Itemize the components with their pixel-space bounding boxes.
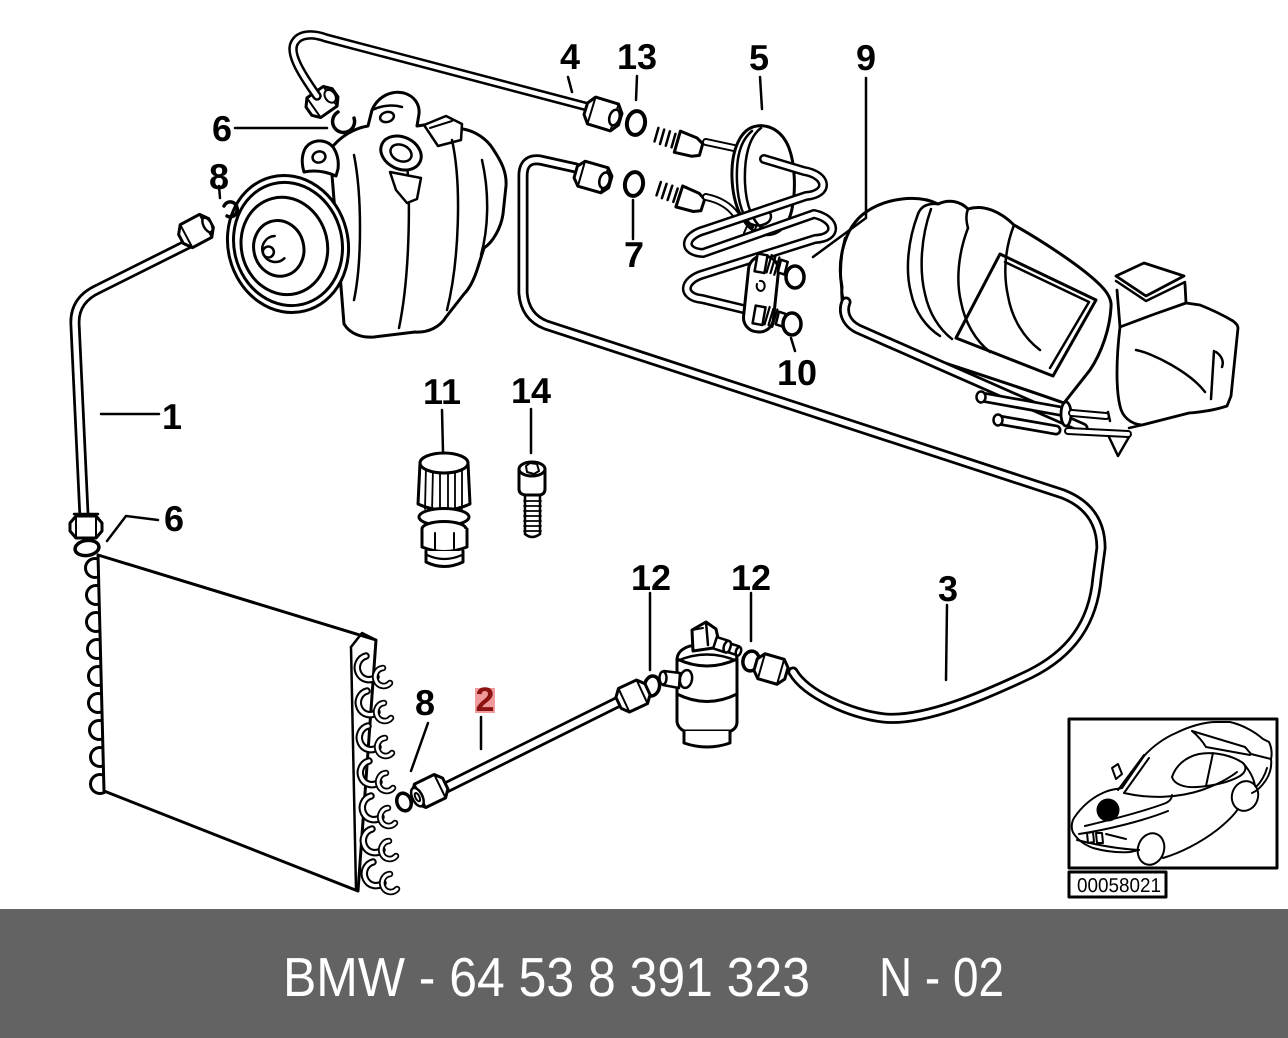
svg-text:13: 13 — [617, 36, 657, 77]
svg-text:12: 12 — [731, 557, 771, 598]
svg-text:14: 14 — [511, 370, 551, 411]
svg-text:6: 6 — [164, 498, 184, 539]
svg-text:9: 9 — [856, 37, 876, 78]
svg-text:1: 1 — [162, 396, 182, 437]
svg-text:8: 8 — [209, 156, 229, 197]
svg-text:N - 02: N - 02 — [879, 946, 1004, 1008]
svg-text:12: 12 — [631, 557, 671, 598]
svg-text:2: 2 — [476, 681, 495, 719]
svg-text:7: 7 — [624, 234, 644, 275]
svg-text:BMW - 64 53 8 391 323: BMW - 64 53 8 391 323 — [283, 946, 810, 1008]
svg-text:5: 5 — [749, 37, 769, 78]
svg-text:6: 6 — [212, 108, 232, 149]
svg-text:11: 11 — [423, 371, 461, 412]
svg-text:3: 3 — [938, 568, 958, 609]
svg-text:00058021: 00058021 — [1077, 875, 1161, 897]
svg-text:10: 10 — [777, 352, 817, 393]
svg-text:4: 4 — [560, 36, 580, 77]
svg-text:8: 8 — [415, 682, 435, 723]
